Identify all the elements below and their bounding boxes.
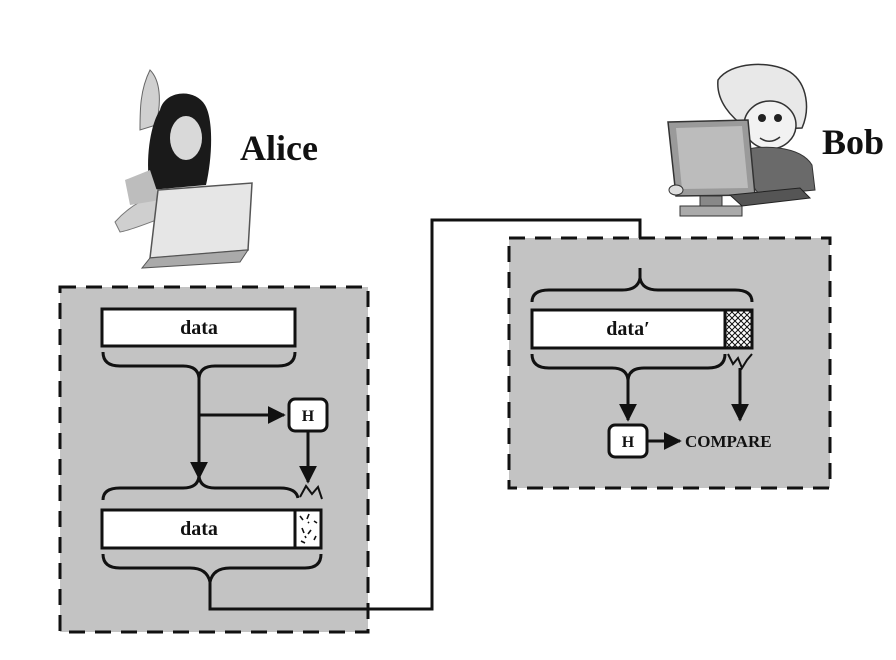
sender-hash-label: H — [302, 408, 315, 425]
sender-jagged-edge — [299, 484, 323, 500]
receiver-data-box — [530, 308, 727, 350]
sender-data-label: data — [180, 317, 218, 339]
speckled-hash-block-icon — [293, 508, 323, 550]
woman-with-laptop-icon — [114, 69, 253, 269]
sender-output-box — [100, 508, 297, 550]
receiver-name: Bob — [822, 122, 884, 162]
receiver-panel-border — [507, 236, 832, 490]
boy-at-computer-icon — [667, 63, 816, 217]
sender-data-box — [100, 307, 297, 348]
sender-brace-middle — [101, 475, 300, 501]
crosshatched-hash-block-icon — [723, 308, 754, 350]
sender-output-label: data — [180, 518, 218, 540]
compare-label: COMPARE — [685, 432, 772, 451]
receiver-hash-label: H — [622, 434, 635, 451]
sender-name: Alice — [240, 128, 318, 168]
sender-panel: data H data — [58, 285, 370, 634]
receiver-panel: data′ H COMPARE — [507, 236, 832, 490]
receiver-data-label: data′ — [606, 318, 649, 340]
receiver-jagged-edge — [727, 353, 753, 371]
transmission-line — [208, 218, 649, 611]
